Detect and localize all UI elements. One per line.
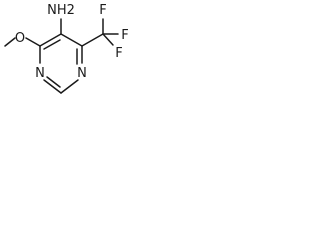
bond-c5-c6 bbox=[60, 33, 83, 47]
bond-c6-cf3 bbox=[81, 33, 104, 47]
amine-label: NH2 bbox=[47, 3, 75, 18]
fluorine-right-label: F bbox=[121, 28, 128, 43]
bond-c4-c5 bbox=[39, 33, 62, 47]
fluorine-bottom-label: F bbox=[115, 46, 122, 61]
fluorine-top-label: F bbox=[99, 3, 106, 18]
substituent-bonds bbox=[4, 18, 119, 47]
bond-c4-c5-inner bbox=[43, 39, 61, 50]
bond-c2-n3-inner bbox=[46, 76, 61, 88]
bond-c2-n3 bbox=[43, 79, 62, 94]
ring-n3-label: N bbox=[35, 66, 45, 81]
ring-n1-label: N bbox=[77, 66, 87, 81]
chemical-structure-diagram: NH2 N N F F F O bbox=[4, 3, 129, 94]
bond-cf3-f-bottom bbox=[102, 33, 114, 46]
bond-o-methyl bbox=[4, 37, 16, 47]
atom-labels: NH2 N N F F F O bbox=[15, 3, 129, 81]
oxygen-label: O bbox=[15, 31, 25, 46]
bond-c4-o bbox=[25, 37, 41, 47]
bond-n1-c2 bbox=[60, 79, 79, 94]
pyrimidine-ring bbox=[39, 33, 83, 94]
